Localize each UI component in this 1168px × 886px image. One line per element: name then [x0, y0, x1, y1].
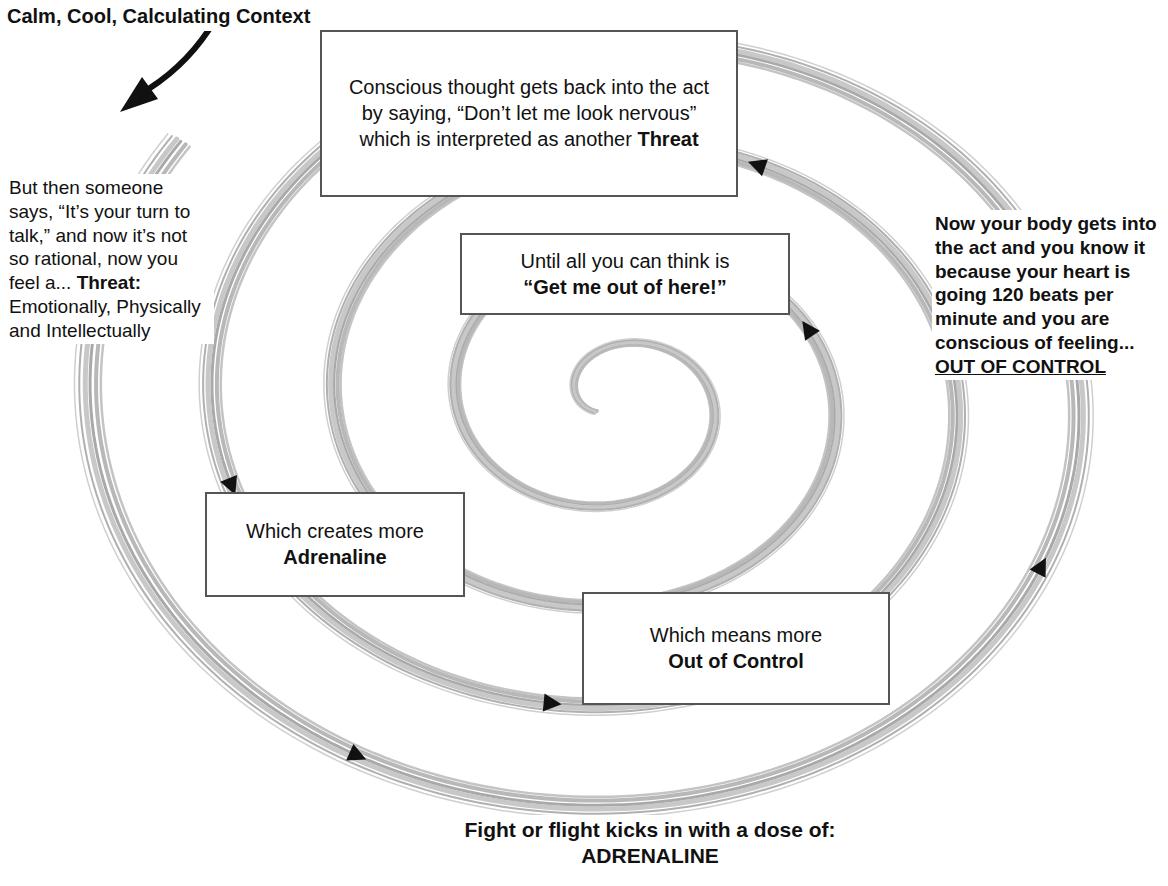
box-text: Until all you can think is: [521, 248, 730, 274]
note-text: Emotionally, Physically and Intellectual…: [9, 295, 211, 343]
flow-arrowhead: [795, 316, 820, 341]
emphasis-text: ADRENALINE: [464, 843, 835, 869]
emphasis-text: OUT OF CONTROL: [935, 355, 1161, 379]
note-text: But then someone says, “It’s your turn t…: [9, 177, 190, 293]
emphasis-text: Calm, Cool, Calculating Context: [7, 4, 310, 29]
process-box: Which means moreOut of Control: [582, 592, 890, 705]
context-label: Calm, Cool, Calculating Context: [4, 2, 313, 31]
emphasis-text: Threat:: [77, 272, 141, 293]
arrowhead-group: [220, 153, 1054, 767]
intro-arrow-head: [120, 77, 158, 112]
box-emphasis: Out of Control: [650, 648, 822, 674]
box-content: Until all you can think is“Get me out of…: [521, 248, 730, 300]
spiral-strand: [79, 37, 1089, 814]
box-emphasis: Threat: [637, 128, 698, 150]
spiral-strand: [85, 41, 1083, 809]
adrenaline-note: Fight or flight kicks in with a dose of:…: [461, 815, 838, 872]
body-note: Now your body gets into the act and you …: [932, 210, 1164, 380]
spiral-strand: [101, 52, 1069, 797]
flow-arrowhead: [543, 694, 563, 714]
box-content: Conscious thought gets back into the act…: [336, 74, 722, 152]
box-text: Which creates more: [246, 518, 424, 544]
process-box: Until all you can think is“Get me out of…: [460, 233, 790, 315]
box-emphasis: Adrenaline: [246, 544, 424, 570]
box-content: Which means moreOut of Control: [650, 622, 822, 674]
box-content: Which creates moreAdrenaline: [246, 518, 424, 570]
box-emphasis: “Get me out of here!”: [521, 274, 730, 300]
flow-arrowhead: [220, 475, 243, 498]
process-box: Which creates moreAdrenaline: [205, 492, 465, 597]
emphasis-text: Fight or flight kicks in with a dose of:: [464, 817, 835, 843]
intro-arrow-shaft: [150, 20, 215, 88]
spiral-group: [74, 34, 1093, 818]
flow-arrowhead: [346, 744, 370, 768]
spiral-strand: [74, 34, 1093, 818]
flow-arrowhead: [745, 153, 768, 176]
emphasis-text: Now your body gets into the act and you …: [935, 212, 1161, 355]
trigger-note: But then someone says, “It’s your turn t…: [6, 174, 214, 344]
box-text: Which means more: [650, 622, 822, 648]
flow-arrowhead: [1030, 554, 1054, 578]
process-box: Conscious thought gets back into the act…: [320, 30, 738, 197]
box-text: Conscious thought gets back into the act…: [349, 76, 709, 150]
spiral-strand: [90, 45, 1079, 806]
